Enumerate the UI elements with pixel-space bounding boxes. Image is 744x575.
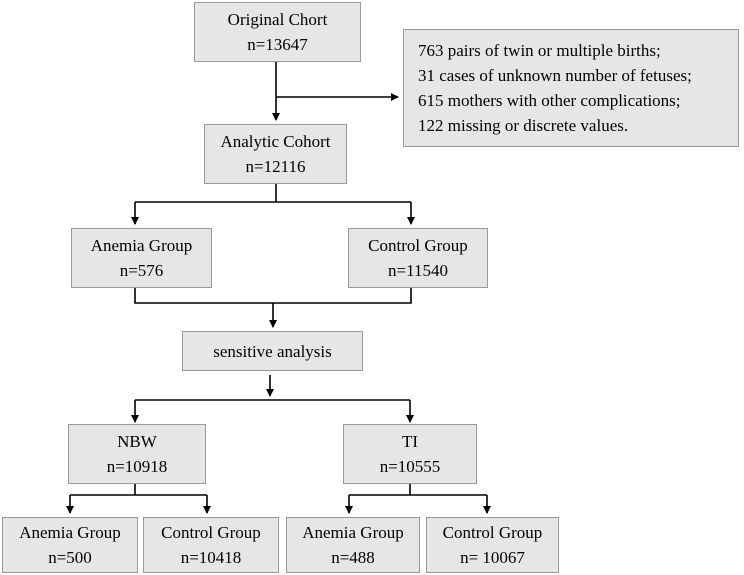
ti-box: TI n=10555: [343, 424, 477, 484]
exclusion-item: 122 missing or discrete values.: [418, 116, 629, 135]
nbw-control-count: n=10418: [180, 548, 242, 567]
ti-anemia-count: n=488: [331, 548, 375, 567]
original-cohort-count: n=13647: [247, 35, 308, 54]
nbw-anemia-count: n=500: [48, 548, 92, 567]
sensitive-analysis-box: sensitive analysis: [182, 331, 363, 371]
analytic-cohort-title: Analytic Cohort: [220, 132, 331, 151]
exclusion-item: 615 mothers with other complications;: [418, 91, 681, 110]
ti-title: TI: [401, 432, 419, 451]
ti-control-count: n= 10067: [460, 548, 525, 567]
analytic-cohort-box: Analytic Cohort n=12116: [204, 124, 347, 184]
anemia-group-box: Anemia Group n=576: [71, 228, 212, 288]
anemia-group-title: Anemia Group: [90, 236, 193, 255]
exclusion-item: 31 cases of unknown number of fetuses;: [418, 66, 692, 85]
nbw-title: NBW: [117, 432, 157, 451]
nbw-control-group-box: Control Group n=10418: [143, 517, 279, 573]
control-group-title: Control Group: [368, 236, 468, 255]
sensitive-analysis-title: sensitive analysis: [213, 341, 332, 361]
anemia-group-count: n=576: [119, 261, 164, 280]
control-group-box: Control Group n=11540: [348, 228, 488, 288]
original-cohort-box: Original Chort n=13647: [194, 2, 361, 62]
ti-anemia-group-box: Anemia Group n=488: [286, 517, 420, 573]
nbw-control-title: Control Group: [161, 523, 261, 542]
nbw-anemia-title: Anemia Group: [19, 523, 121, 542]
original-cohort-title: Original Chort: [227, 10, 328, 29]
ti-control-group-box: Control Group n= 10067: [426, 517, 559, 573]
exclusion-item: 763 pairs of twin or multiple births;: [418, 41, 661, 60]
ti-control-title: Control Group: [442, 523, 543, 542]
connector-groups-merge: [134, 288, 412, 304]
control-group-count: n=11540: [388, 261, 448, 280]
nbw-box: NBW n=10918: [68, 424, 206, 484]
analytic-cohort-count: n=12116: [245, 157, 306, 176]
exclusion-criteria-box: 763 pairs of twin or multiple births; 31…: [403, 29, 739, 147]
nbw-count: n=10918: [106, 457, 168, 476]
ti-count: n=10555: [379, 457, 441, 476]
nbw-anemia-group-box: Anemia Group n=500: [2, 517, 138, 573]
ti-anemia-title: Anemia Group: [302, 523, 404, 542]
